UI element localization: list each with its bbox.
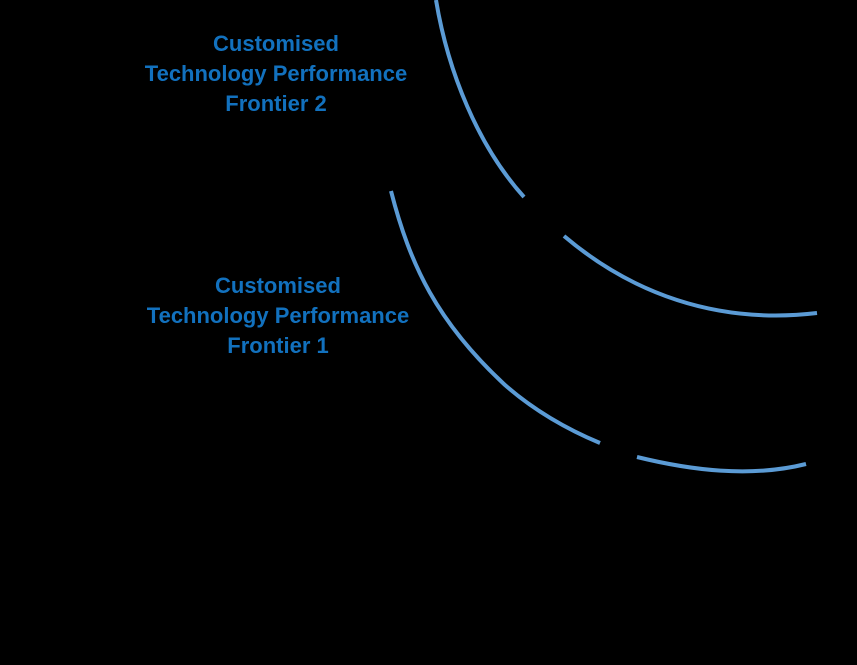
- frontier-1-curve: [389, 190, 807, 474]
- frontier-1-label: Customised Technology Performance Fronti…: [128, 271, 428, 361]
- frontier-2-label-line-1: Customised: [213, 31, 339, 56]
- frontier-1-curve-upper-segment: [389, 190, 601, 445]
- frontier-2-label-line-2: Technology Performance: [144, 61, 408, 86]
- frontier-1-curve-lower-segment: [636, 455, 807, 474]
- frontier-2-curve-lower-segment: [562, 234, 818, 318]
- frontier-2-curve-upper-segment: [434, 0, 526, 199]
- frontier-1-label-line-1: Customised: [215, 273, 341, 298]
- frontier-2-label-line-3: Frontier 2: [225, 91, 327, 116]
- frontier-2-label: Customised Technology Performance Fronti…: [126, 29, 426, 119]
- frontier-1-label-line-3: Frontier 1: [227, 333, 329, 358]
- frontier-1-label-line-2: Technology Performance: [146, 303, 410, 328]
- frontier-2-curve: [434, 0, 818, 318]
